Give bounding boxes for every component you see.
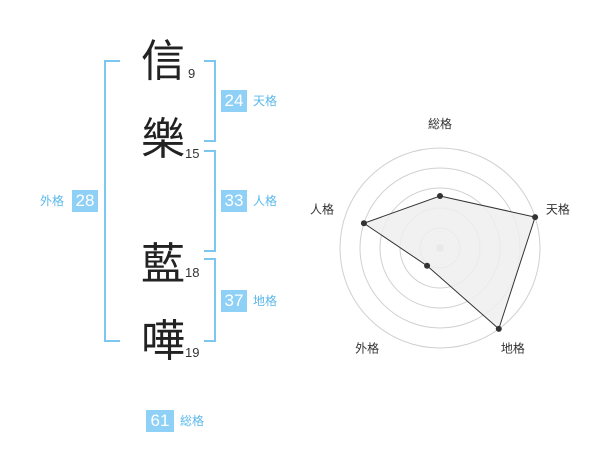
chi-label: 地格 bbox=[253, 294, 278, 308]
jin-label: 人格 bbox=[253, 194, 278, 208]
name-char-1: 信 bbox=[141, 36, 185, 87]
chi-value-box: 37 bbox=[221, 290, 247, 312]
sou-label: 総格 bbox=[180, 414, 205, 428]
name-char-4: 嘩 bbox=[141, 316, 185, 367]
ten-bracket bbox=[204, 60, 216, 142]
radar-value-polygon bbox=[362, 195, 536, 330]
gai-label: 外格 bbox=[40, 194, 65, 208]
jin-bracket bbox=[204, 150, 216, 252]
stroke-count-2: 15 bbox=[185, 146, 200, 161]
radar-point-5 bbox=[360, 220, 367, 227]
radar-axis-label-5: 人格 bbox=[310, 202, 334, 217]
stroke-count-1: 9 bbox=[188, 66, 196, 81]
radar-axis-label-2: 天格 bbox=[546, 202, 570, 217]
radar-point-4 bbox=[424, 262, 431, 269]
radar-point-1 bbox=[437, 193, 443, 199]
radar-point-2 bbox=[532, 214, 539, 221]
radar-axis-label-4: 外格 bbox=[355, 340, 379, 355]
gai-value-box: 28 bbox=[72, 190, 98, 212]
radar-grid-ring-5 bbox=[339, 147, 541, 349]
stroke-count-4: 19 bbox=[185, 345, 200, 360]
sou-value-box: 61 bbox=[146, 410, 174, 432]
outer-bracket bbox=[104, 60, 120, 342]
radar-axis-label-1: 総格 bbox=[428, 116, 452, 131]
ten-label: 天格 bbox=[253, 94, 278, 108]
name-char-2: 樂 bbox=[141, 114, 185, 165]
radar-axis-label-3: 地格 bbox=[501, 340, 525, 355]
stroke-count-3: 18 bbox=[185, 265, 200, 280]
jin-value-box: 33 bbox=[221, 190, 247, 212]
name-char-3: 藍 bbox=[141, 239, 185, 290]
ten-value-box: 24 bbox=[221, 90, 247, 112]
radar-point-3 bbox=[495, 325, 502, 332]
chi-bracket bbox=[204, 258, 216, 342]
